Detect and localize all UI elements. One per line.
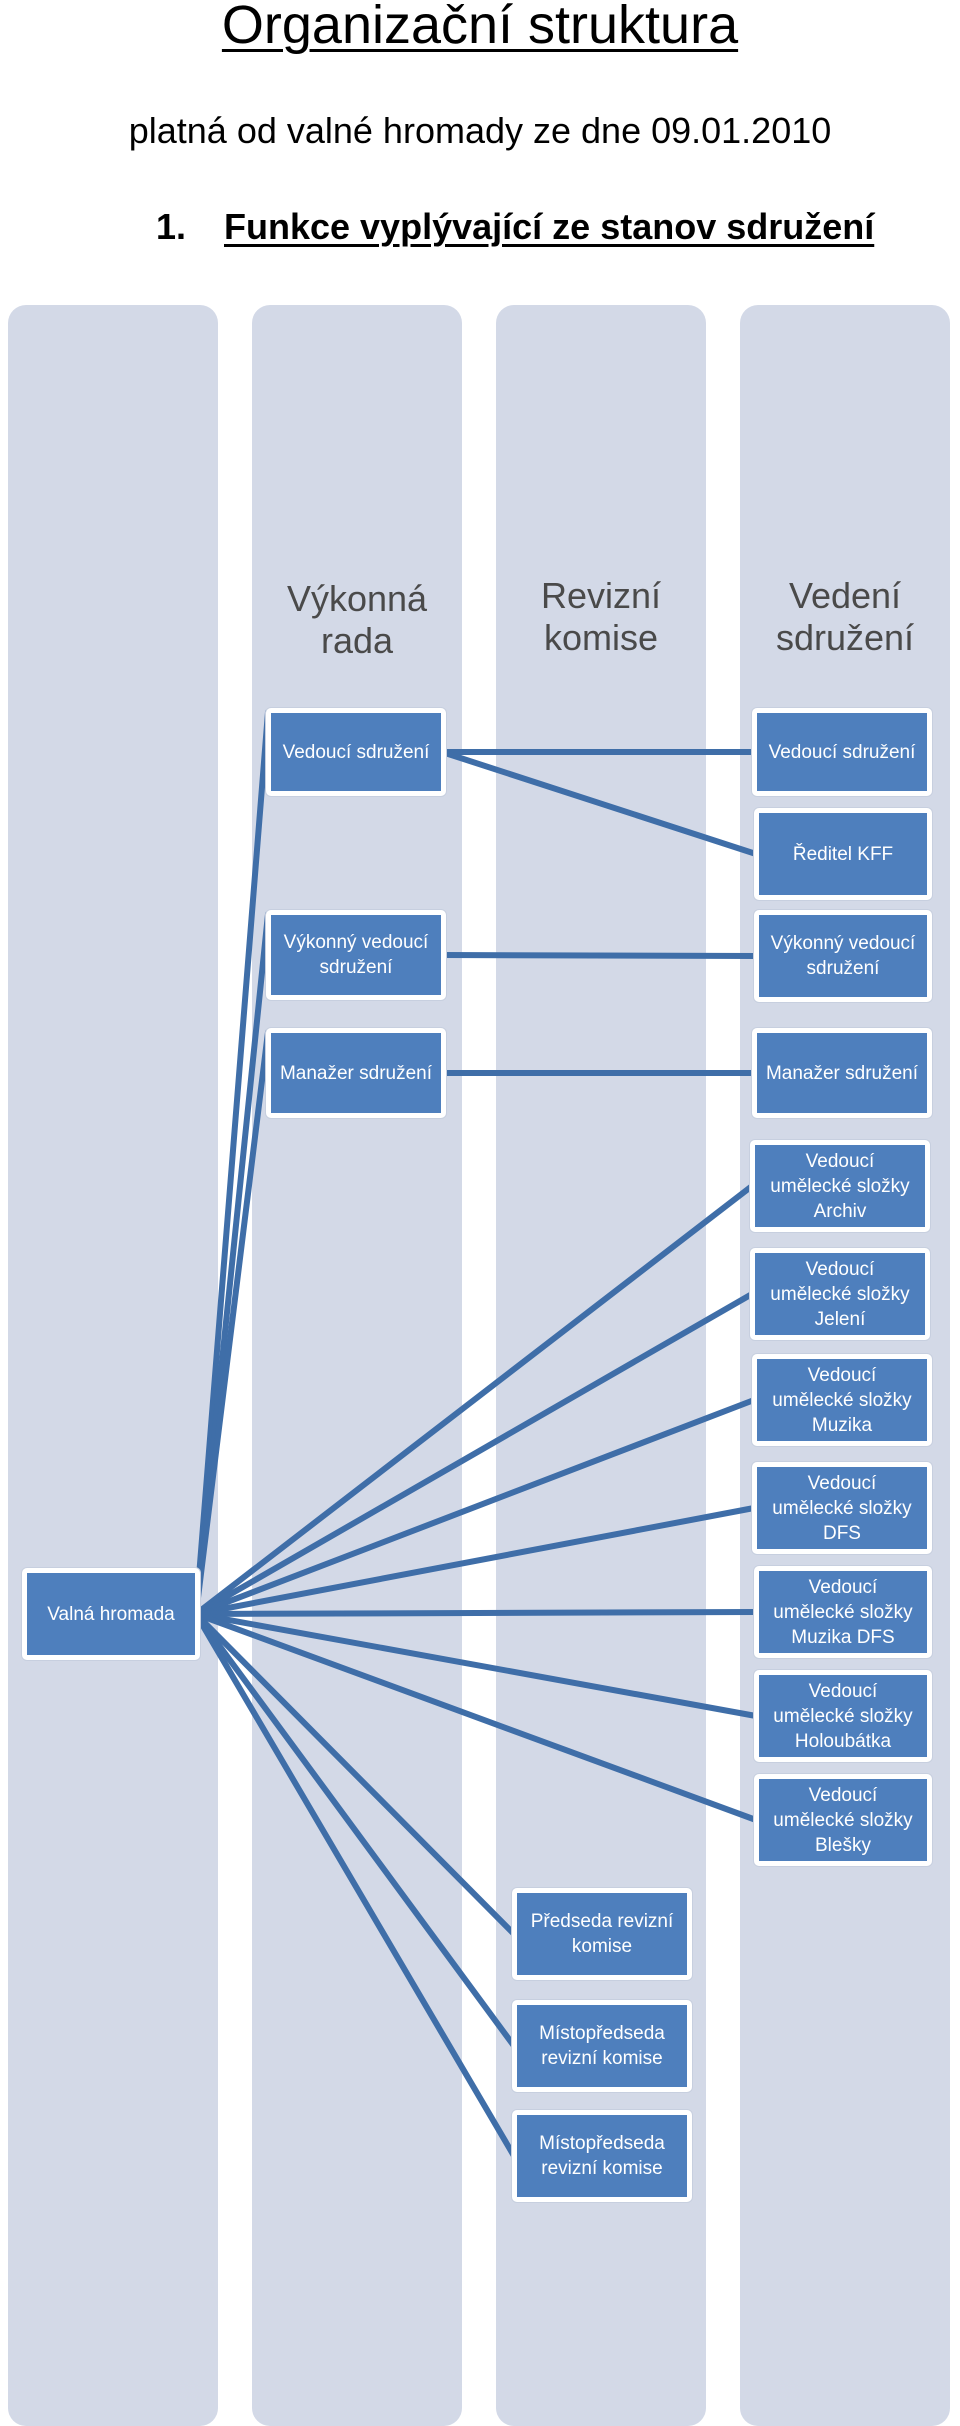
node-vs-reditel-kff: Ředitel KFF xyxy=(754,808,932,900)
connector-root-vs_muzika xyxy=(193,1397,757,1617)
node-rk-mistopredseda-1: Místopředseda revizní komise xyxy=(512,2000,692,2092)
page-subtitle: platná od valné hromady ze dne 09.01.201… xyxy=(128,110,832,151)
node-vs-jeleni: Vedoucí umělecké složky Jelení xyxy=(750,1248,930,1340)
node-vs-blesky: Vedoucí umělecké složky Blešky xyxy=(754,1774,932,1866)
connector-root-vr_manazer xyxy=(193,1029,271,1617)
node-rk-predseda: Předseda revizní komise xyxy=(512,1888,692,1980)
connector-vr_vykonny-vs_vykonny xyxy=(439,952,759,959)
connector-root-vs_blesky xyxy=(193,1611,759,1823)
node-vr-vykonny-vedouci: Výkonný vedoucí sdružení xyxy=(266,910,446,1000)
node-vr-manazer: Manažer sdružení xyxy=(266,1028,446,1118)
node-vs-holoubatka: Vedoucí umělecké složky Holoubátka xyxy=(754,1670,932,1762)
node-vs-archiv: Vedoucí umělecké složky Archiv xyxy=(750,1140,930,1232)
page-title: Organizační struktura xyxy=(221,0,739,55)
node-vr-vedouci-sdruzeni: Vedoucí sdružení xyxy=(266,708,446,796)
lane-header-vykonna-rada: Výkonná rada xyxy=(286,578,428,661)
node-rk-mistopredseda-2: Místopředseda revizní komise xyxy=(512,2110,692,2202)
connector-root-vs_jeleni xyxy=(193,1291,755,1617)
node-vs-muzika: Vedoucí umělecké složky Muzika xyxy=(752,1354,932,1446)
lane-header-revizni-komise: Revizní komise xyxy=(540,575,662,658)
connector-root-rk_mistopredseda_2 xyxy=(193,1611,517,2159)
connector-root-rk_predseda xyxy=(193,1611,517,1937)
connector-root-vs_holoubatka xyxy=(193,1611,759,1719)
node-vs-muzika-dfs: Vedoucí umělecké složky Muzika DFS xyxy=(754,1566,932,1658)
section-text: Funkce vyplývající ze stanov sdružení xyxy=(224,206,875,247)
connector-root-vs_dfs xyxy=(193,1505,757,1617)
connector-root-vs_muzika_dfs xyxy=(193,1609,759,1617)
section-heading: 1. Funkce vyplývající ze stanov sdružení xyxy=(156,206,874,248)
connector-root-vs_archiv xyxy=(193,1183,755,1617)
lane-vykonna-rada xyxy=(252,305,462,2426)
node-vs-vykonny-vedouci: Výkonný vedoucí sdružení xyxy=(754,910,932,1002)
connector-root-rk_mistopredseda_1 xyxy=(193,1611,517,2049)
node-valna-hromada: Valná hromada xyxy=(22,1568,200,1660)
connector-root-vr_vedouci xyxy=(193,709,271,1617)
lane-header-vedeni-sdruzeni: Vedení sdružení xyxy=(775,575,915,658)
node-vs-dfs: Vedoucí umělecké složky DFS xyxy=(752,1462,932,1554)
node-vs-vedouci-sdruzeni: Vedoucí sdružení xyxy=(752,708,932,796)
lane-valna-hromada xyxy=(8,305,218,2426)
connector-vr_vedouci-vs_reditel xyxy=(439,749,759,857)
section-number: 1. xyxy=(156,206,187,247)
node-vs-manazer: Manažer sdružení xyxy=(752,1028,932,1118)
